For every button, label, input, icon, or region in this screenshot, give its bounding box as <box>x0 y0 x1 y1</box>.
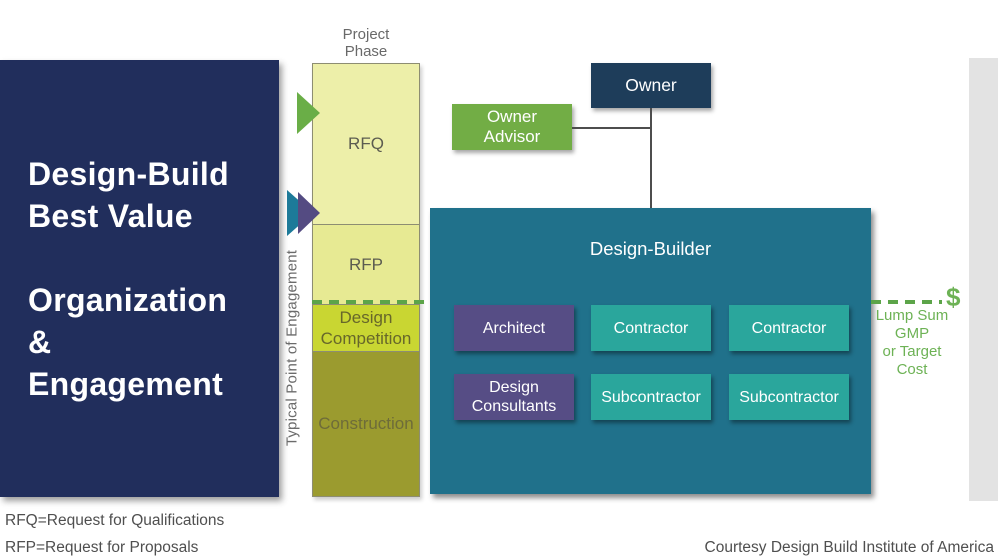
contractor-box-2: Contractor <box>729 305 849 351</box>
project-phase-bar: RFQ RFP Design Competition Construction <box>312 63 420 497</box>
title-line-2: Best Value <box>28 198 193 234</box>
phase-segment-design-competition-label: Design Competition <box>320 308 412 348</box>
owner-box-label: Owner <box>625 75 677 95</box>
phase-segment-construction-label: Construction <box>318 414 414 433</box>
owner-to-design-builder-connector <box>650 108 652 208</box>
owner-advisor-box-label: Owner Advisor <box>483 107 541 146</box>
subcontractor-box-2-label: Subcontractor <box>739 388 839 406</box>
design-builder-title: Design-Builder <box>589 238 712 259</box>
owner-advisor-box: Owner Advisor <box>452 104 572 150</box>
design-builder-box: Design-Builder Architect Contractor Cont… <box>430 208 871 494</box>
subtitle-line-1: Organization <box>28 282 228 318</box>
phase-axis-title-line-1: Project <box>342 26 390 43</box>
rfq-engagement-arrow-icon <box>297 92 320 134</box>
phase-axis-title-line-2: Phase <box>344 43 388 60</box>
phase-segment-rfp: RFP <box>313 224 419 304</box>
phase-segment-rfp-label: RFP <box>349 254 383 274</box>
owner-box: Owner <box>591 63 711 108</box>
dollar-sign: $ <box>946 282 961 312</box>
phase-segment-construction: Construction <box>313 351 419 496</box>
subcontractor-box-1-label: Subcontractor <box>601 388 701 406</box>
subcontractor-box-2: Subcontractor <box>729 374 849 420</box>
credit-line: Courtesy Design Build Institute of Ameri… <box>704 539 994 556</box>
subcontractor-box-1: Subcontractor <box>591 374 711 420</box>
slide-title: Design-Build Best Value Organization & E… <box>28 153 229 405</box>
title-panel: Design-Build Best Value Organization & E… <box>0 60 279 497</box>
right-margin-strip <box>969 58 998 501</box>
target-cost-dashed-line-left <box>312 300 428 304</box>
design-consultants-box: Design Consultants <box>454 374 574 420</box>
architect-box-label: Architect <box>482 319 546 337</box>
target-cost-dashed-line-right <box>871 300 942 304</box>
phase-segment-rfq-label: RFQ <box>348 134 384 153</box>
title-spacer <box>28 237 229 279</box>
title-line-1: Design-Build <box>28 156 229 192</box>
contractor-box-1-label: Contractor <box>613 319 689 337</box>
subtitle-line-2: & <box>28 324 52 360</box>
subtitle-line-3: Engagement <box>28 366 224 402</box>
rfp-engagement-arrow-front-icon <box>298 192 320 234</box>
phase-segment-rfq: RFQ <box>313 64 419 224</box>
contractor-box-1: Contractor <box>591 305 711 351</box>
lump-sum-label: Lump Sum GMP or Target Cost <box>875 307 949 378</box>
owner-advisor-connector <box>572 127 651 129</box>
phase-axis-title: Project Phase <box>312 26 420 60</box>
engagement-axis-label: Typical Point of Engagement <box>283 249 301 447</box>
design-consultants-box-label: Design Consultants <box>471 379 557 415</box>
footnote-rfp: RFP=Request for Proposals <box>5 539 199 556</box>
contractor-box-2-label: Contractor <box>751 319 827 337</box>
phase-segment-design-competition: Design Competition <box>313 304 419 351</box>
architect-box: Architect <box>454 305 574 351</box>
footnote-rfq: RFQ=Request for Qualifications <box>5 512 225 529</box>
